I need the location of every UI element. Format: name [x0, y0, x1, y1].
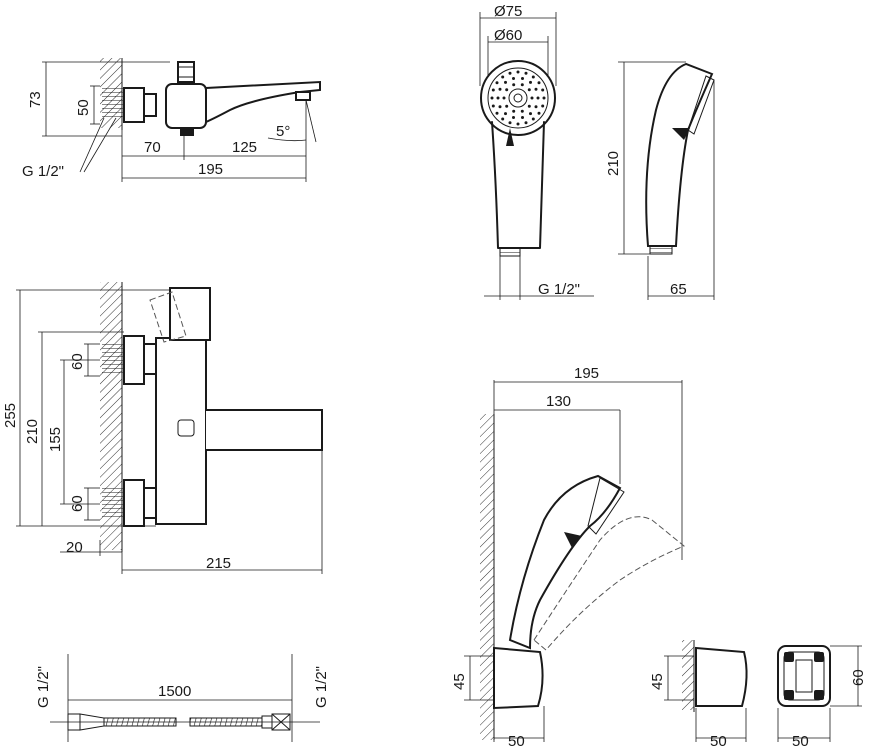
nozzle-dot [537, 111, 541, 115]
bracket-front-view: 60 50 [777, 645, 867, 749]
nozzle-dot [490, 96, 494, 100]
dim-spout-125: 125 [232, 139, 257, 156]
nozzle-dot [505, 104, 509, 108]
dim-holder-195: 195 [574, 365, 599, 382]
dim-bracket-45: 45 [649, 673, 666, 690]
spout-thread-label: G 1/2" [22, 163, 64, 180]
nozzle-dot [521, 77, 524, 80]
dim-holder-45: 45 [451, 673, 468, 690]
nozzle-dot [491, 104, 495, 108]
dim-front-215: 215 [206, 555, 231, 572]
dim-head-60: Ø60 [494, 27, 522, 44]
spout-side-view: 73 50 70 125 195 5° G 1/2" [22, 58, 321, 182]
dim-holder-130: 130 [546, 393, 571, 410]
dim-spout-73: 73 [27, 91, 44, 108]
nozzle-dot [501, 117, 505, 121]
nozzle-dot [505, 88, 509, 92]
nozzle-dot [530, 96, 534, 100]
dim-head-65: 65 [670, 281, 687, 298]
nozzle-dot [508, 121, 512, 125]
dim-front-155: 155 [47, 427, 64, 452]
nozzle-dot [531, 117, 535, 121]
dim-spout-195: 195 [198, 161, 223, 178]
dim-bracket-50: 50 [710, 733, 727, 749]
nozzle-dot [512, 109, 516, 113]
hose-thread-left: G 1/2" [35, 666, 52, 708]
nozzle-dot [512, 116, 515, 119]
nozzle-dot [508, 71, 512, 75]
nozzle-dots [490, 70, 546, 126]
nozzle-dot [537, 81, 541, 85]
nozzle-dot [520, 83, 524, 87]
dim-front-60-bot: 60 [69, 495, 86, 512]
nozzle-dot [516, 122, 520, 126]
bracket-side-view: 45 50 [649, 640, 748, 749]
nozzle-dot [521, 116, 524, 119]
nozzle-dot [504, 112, 507, 116]
dim-bracket-front-60: 60 [850, 669, 867, 686]
head-outer [480, 60, 556, 136]
nozzle-dot [534, 87, 538, 91]
wall-hatch-holder [480, 414, 494, 740]
nozzle-dot [496, 96, 500, 100]
nozzle-dot [531, 75, 535, 79]
dim-front-210: 210 [24, 419, 41, 444]
hose-thread-right: G 1/2" [313, 666, 330, 708]
dim-head-210: 210 [605, 151, 622, 176]
dim-spout-angle: 5° [276, 123, 290, 140]
nozzle-dot [512, 77, 515, 80]
nozzle-dot [527, 88, 531, 92]
nozzle-dot [516, 70, 520, 74]
thread-hatch [102, 88, 124, 120]
dim-front-20: 20 [66, 539, 83, 556]
dim-spout-50: 50 [75, 99, 92, 116]
dim-bracket-front-50: 50 [792, 733, 809, 749]
dim-hose-1500: 1500 [158, 683, 191, 700]
nozzle-dot [541, 104, 545, 108]
nozzle-dot [502, 96, 506, 100]
nozzle-dot [529, 112, 532, 116]
nozzle-dot [541, 88, 545, 92]
hose-view: 1500 G 1/2" G 1/2" [35, 654, 330, 742]
nozzle-dot [529, 80, 532, 84]
nozzle-dot [495, 111, 499, 115]
nozzle-dot [498, 105, 502, 109]
wall-holder-view: 195 130 45 50 [451, 365, 685, 749]
nozzle-dot [520, 109, 524, 113]
shower-head-side-view: 210 65 [605, 61, 715, 300]
nozzle-dot [512, 83, 516, 87]
dim-front-60-top: 60 [69, 353, 86, 370]
nozzle-dot [524, 121, 528, 125]
nozzle-dot [491, 88, 495, 92]
dim-front-255: 255 [2, 403, 19, 428]
nozzle-dot [501, 75, 505, 79]
dim-spout-70: 70 [144, 139, 161, 156]
dim-holder-50: 50 [508, 733, 525, 749]
head-thread-label: G 1/2" [538, 281, 580, 298]
nozzle-dot [498, 87, 502, 91]
shower-head-front-view: Ø75 Ø60 G 1/2" [479, 3, 594, 300]
nozzle-dot [536, 96, 540, 100]
nozzle-dot [504, 80, 507, 84]
nozzle-dot [542, 96, 546, 100]
dim-head-75: Ø75 [494, 3, 522, 20]
mixer-front-view: 255 210 155 60 60 20 215 [2, 282, 323, 574]
nozzle-dot [527, 104, 531, 108]
nozzle-dot [495, 81, 499, 85]
nozzle-dot [534, 105, 538, 109]
nozzle-dot [524, 71, 528, 75]
